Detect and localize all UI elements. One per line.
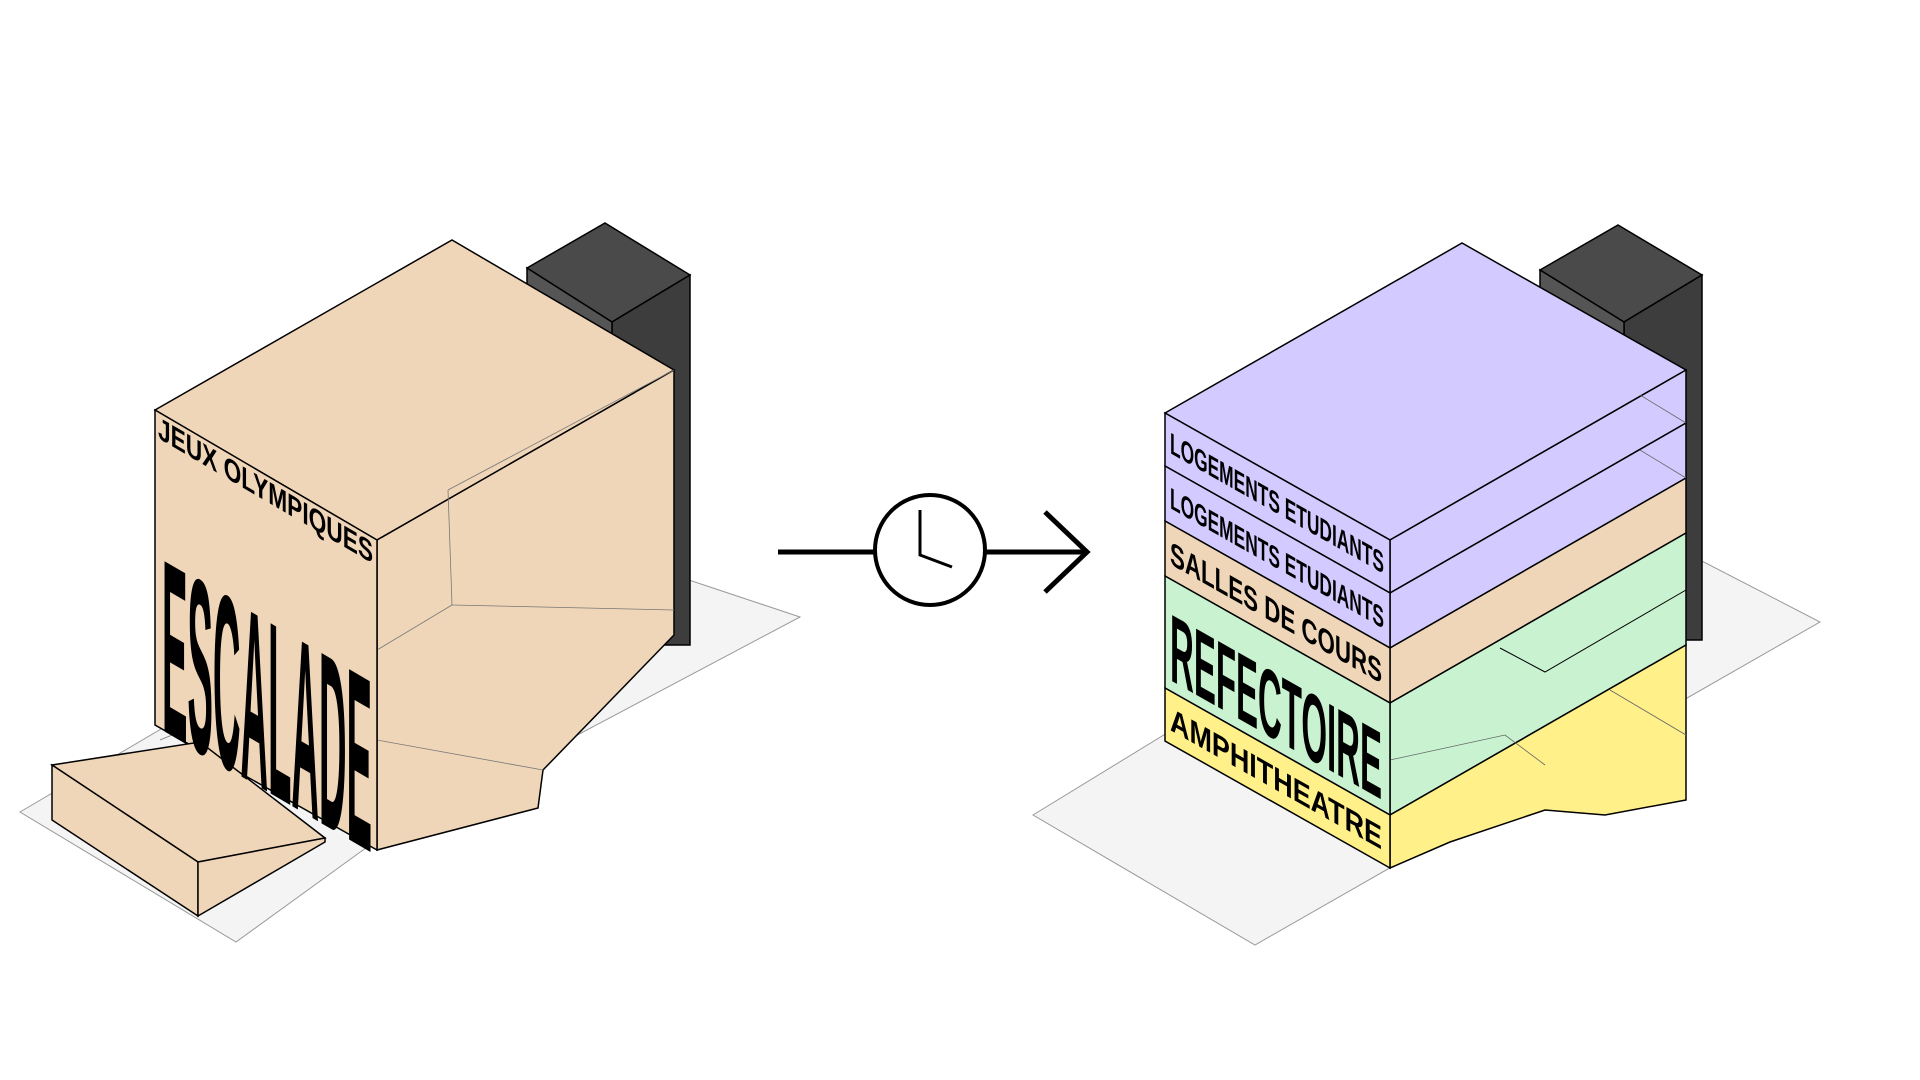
before-ramp <box>49 741 327 918</box>
transition <box>778 493 1091 607</box>
before-left-face <box>154 408 378 852</box>
after-building: LOGEMENTS ETUDIANTS LOGEMENTS ETUDIANTS … <box>1032 224 1822 946</box>
before-building: JEUX OLYMPIQUES ESCALADE <box>19 222 802 943</box>
arrow-right-icon <box>985 510 1091 594</box>
clock-icon <box>873 493 987 607</box>
after-level-5-right <box>1389 643 1687 870</box>
after-level-5-left <box>1164 686 1391 870</box>
